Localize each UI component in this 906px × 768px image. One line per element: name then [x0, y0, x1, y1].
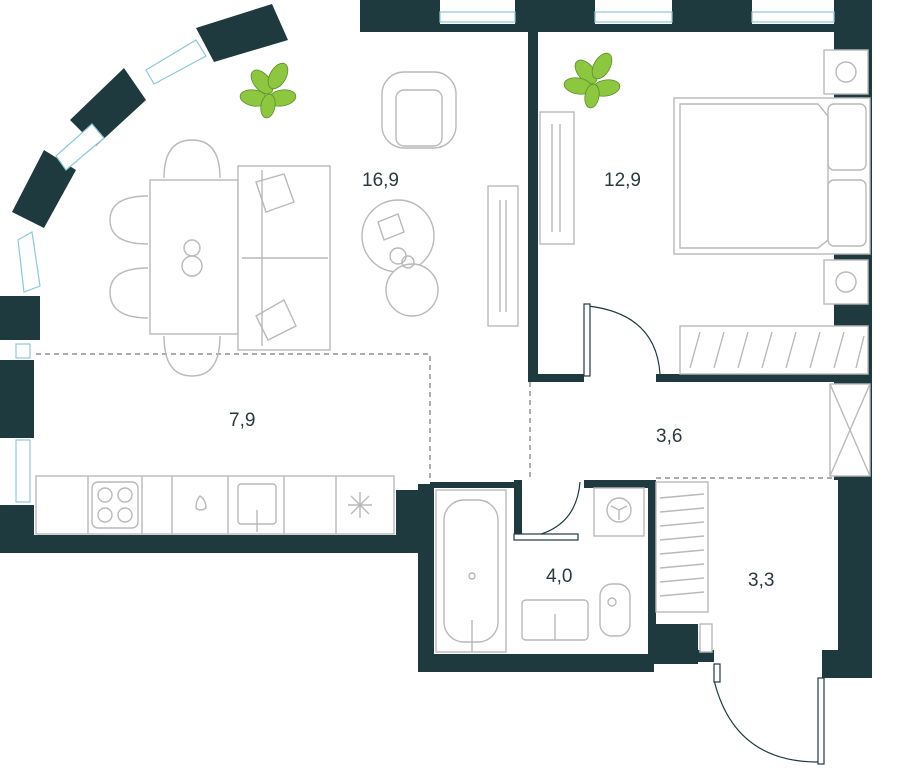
area-label-hall: 3,6 [656, 426, 682, 447]
bed [673, 97, 871, 255]
walls [0, 0, 872, 678]
sofa [237, 165, 331, 351]
doors [513, 303, 825, 765]
hall-closet [829, 383, 871, 477]
tv-console [487, 185, 519, 327]
coffee-table [361, 199, 439, 317]
nightstands [823, 49, 869, 305]
area-label-bedroom: 12,9 [604, 170, 641, 191]
plant-living [239, 62, 297, 119]
zone-dividers [36, 353, 832, 480]
plant-bedroom [563, 52, 621, 109]
washbasin [521, 599, 589, 641]
area-labels: 16,9 12,9 7,9 3,6 4,0 3,3 [229, 170, 774, 591]
washing-machine [593, 487, 645, 537]
kitchen-counter [35, 475, 395, 535]
area-label-living: 16,9 [362, 170, 399, 191]
area-label-kitchen: 7,9 [229, 410, 255, 431]
windows [15, 11, 835, 503]
toilet [599, 583, 631, 637]
kitchen-sink [195, 483, 277, 532]
cooktop [91, 481, 139, 529]
bedroom-shelf [539, 111, 575, 245]
bathtub [435, 489, 507, 653]
area-label-entrance: 3,3 [748, 570, 774, 591]
fan-symbol [348, 492, 372, 518]
area-label-bathroom: 4,0 [546, 566, 572, 587]
armchair [381, 71, 457, 149]
entrance-shelf [655, 481, 713, 653]
wardrobe [679, 325, 869, 375]
dining-set [109, 139, 239, 377]
